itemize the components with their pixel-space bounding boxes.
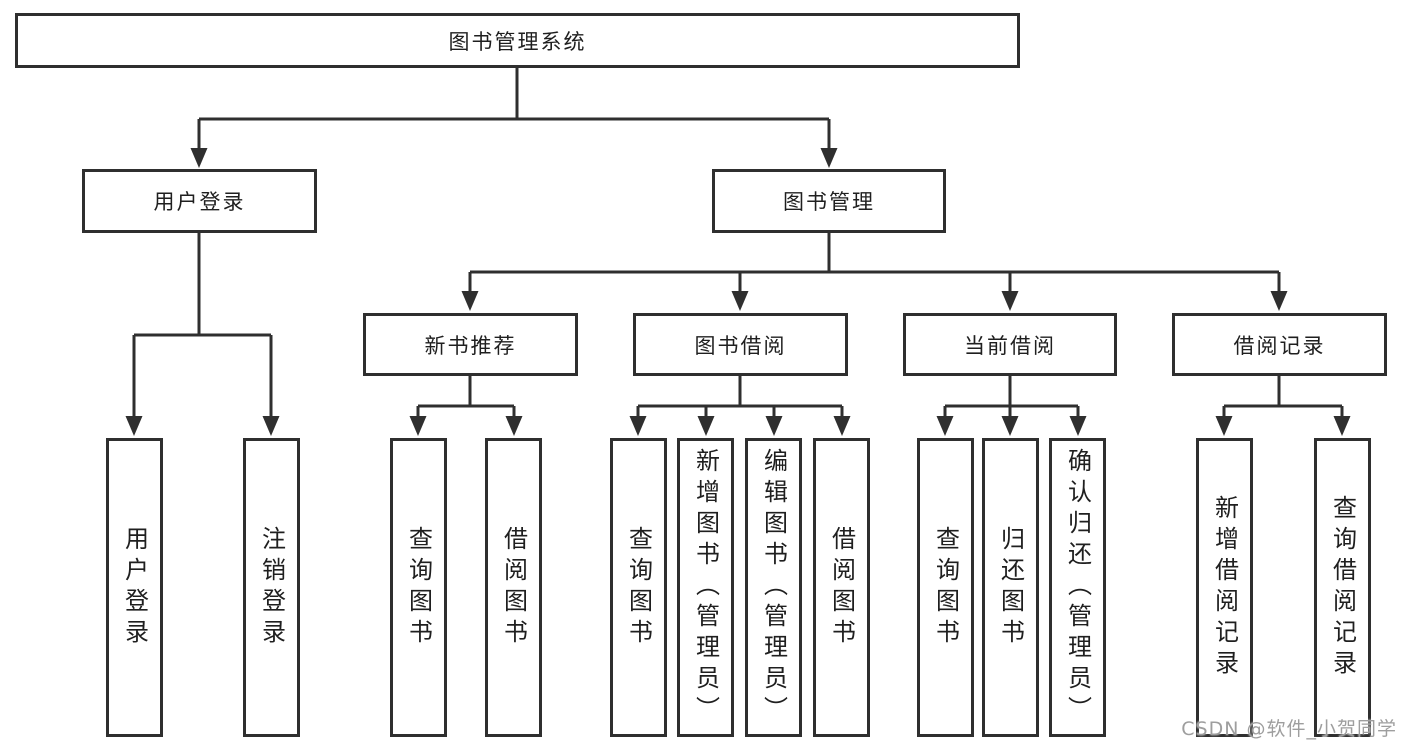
node-current-borrowing: 当前借阅 [903,313,1117,376]
node-book-borrowing-label: 图书借阅 [694,333,787,358]
leaf-borrow-books-borrowing-label: 借阅图书 [827,525,856,650]
leaf-user-login-label: 用户登录 [120,525,149,650]
connector-new-books [409,376,523,436]
leaf-query-books-borrowing-label: 查询图书 [624,525,653,650]
leaf-return-book-label: 归还图书 [996,525,1025,650]
connector-root [190,68,838,168]
node-new-book-recommend-label: 新书推荐 [424,333,517,358]
node-book-management: 图书管理 [712,169,946,233]
leaf-logout-label: 注销登录 [257,525,286,650]
leaf-query-books-borrowing: 查询图书 [610,438,667,737]
leaf-add-book-admin: 新增图书（管理员） [677,438,734,737]
leaf-edit-book-admin: 编辑图书（管理员） [745,438,802,737]
leaf-edit-book-admin-label: 编辑图书（管理员） [759,448,788,727]
node-root: 图书管理系统 [15,13,1020,68]
node-book-management-label: 图书管理 [783,190,875,214]
node-user-login-label: 用户登录 [153,190,246,214]
leaf-add-borrow-record: 新增借阅记录 [1196,438,1253,737]
leaf-borrow-books-borrowing: 借阅图书 [813,438,870,737]
node-new-book-recommend: 新书推荐 [363,313,578,376]
leaf-query-borrow-record-label: 查询借阅记录 [1328,494,1357,681]
node-book-borrowing: 图书借阅 [633,313,848,376]
leaf-borrow-books-recommend-label: 借阅图书 [499,525,528,650]
leaf-query-books-recommend-label: 查询图书 [404,525,433,650]
leaf-user-login: 用户登录 [106,438,163,737]
leaf-confirm-return-admin: 确认归还（管理员） [1049,438,1106,737]
node-borrow-records-label: 借阅记录 [1233,333,1326,358]
leaf-add-book-admin-label: 新增图书（管理员） [691,448,720,727]
leaf-logout: 注销登录 [243,438,300,737]
node-current-borrowing-label: 当前借阅 [964,333,1056,358]
node-borrow-records: 借阅记录 [1172,313,1387,376]
leaf-borrow-books-recommend: 借阅图书 [485,438,542,737]
leaf-query-books-current: 查询图书 [917,438,974,737]
node-user-login: 用户登录 [82,169,317,233]
leaf-add-borrow-record-label: 新增借阅记录 [1210,494,1239,681]
connector-book-management [461,233,1288,311]
connector-user-login [125,233,280,436]
leaf-query-books-current-label: 查询图书 [931,525,960,650]
leaf-query-books-recommend: 查询图书 [390,438,447,737]
leaf-return-book: 归还图书 [982,438,1039,737]
node-root-label: 图书管理系统 [448,29,587,54]
watermark: CSDN @软件_小贺同学 [1181,718,1397,740]
connector-current-borrowing [936,376,1087,436]
connector-book-borrowing [629,376,851,436]
connector-borrow-records [1215,376,1351,436]
leaf-confirm-return-admin-label: 确认归还（管理员） [1063,448,1092,727]
leaf-query-borrow-record: 查询借阅记录 [1314,438,1371,737]
